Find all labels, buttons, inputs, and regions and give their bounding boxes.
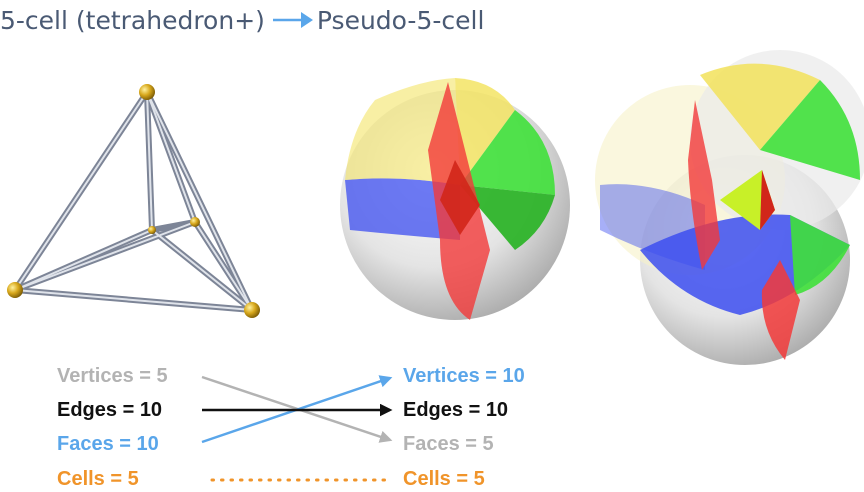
count-arrows xyxy=(202,377,392,480)
vertex-top xyxy=(139,84,155,100)
page-title: 5-cell (tetrahedron+) Pseudo-5-cell xyxy=(0,2,484,38)
title-left: 5-cell (tetrahedron+) xyxy=(0,6,265,35)
vertex-left xyxy=(7,282,23,298)
sphere-exploded-illustration xyxy=(595,50,864,365)
arrow-right-icon xyxy=(271,6,315,34)
left-cells-count: Cells = 5 xyxy=(57,468,139,491)
right-cells-count: Cells = 5 xyxy=(403,468,485,491)
right-faces-count: Faces = 5 xyxy=(403,433,494,456)
left-edges-count: Edges = 10 xyxy=(57,399,162,422)
vertex-back xyxy=(190,217,200,227)
right-edges-count: Edges = 10 xyxy=(403,399,508,422)
sphere-assembled-illustration xyxy=(340,78,570,320)
vertex-center xyxy=(148,226,156,234)
tetrahedron-illustration xyxy=(7,84,260,318)
left-vertices-count: Vertices = 5 xyxy=(57,365,168,388)
title-right: Pseudo-5-cell xyxy=(317,6,484,35)
vertex-right xyxy=(244,302,260,318)
right-vertices-count: Vertices = 10 xyxy=(403,365,525,388)
left-faces-count: Faces = 10 xyxy=(57,433,159,456)
